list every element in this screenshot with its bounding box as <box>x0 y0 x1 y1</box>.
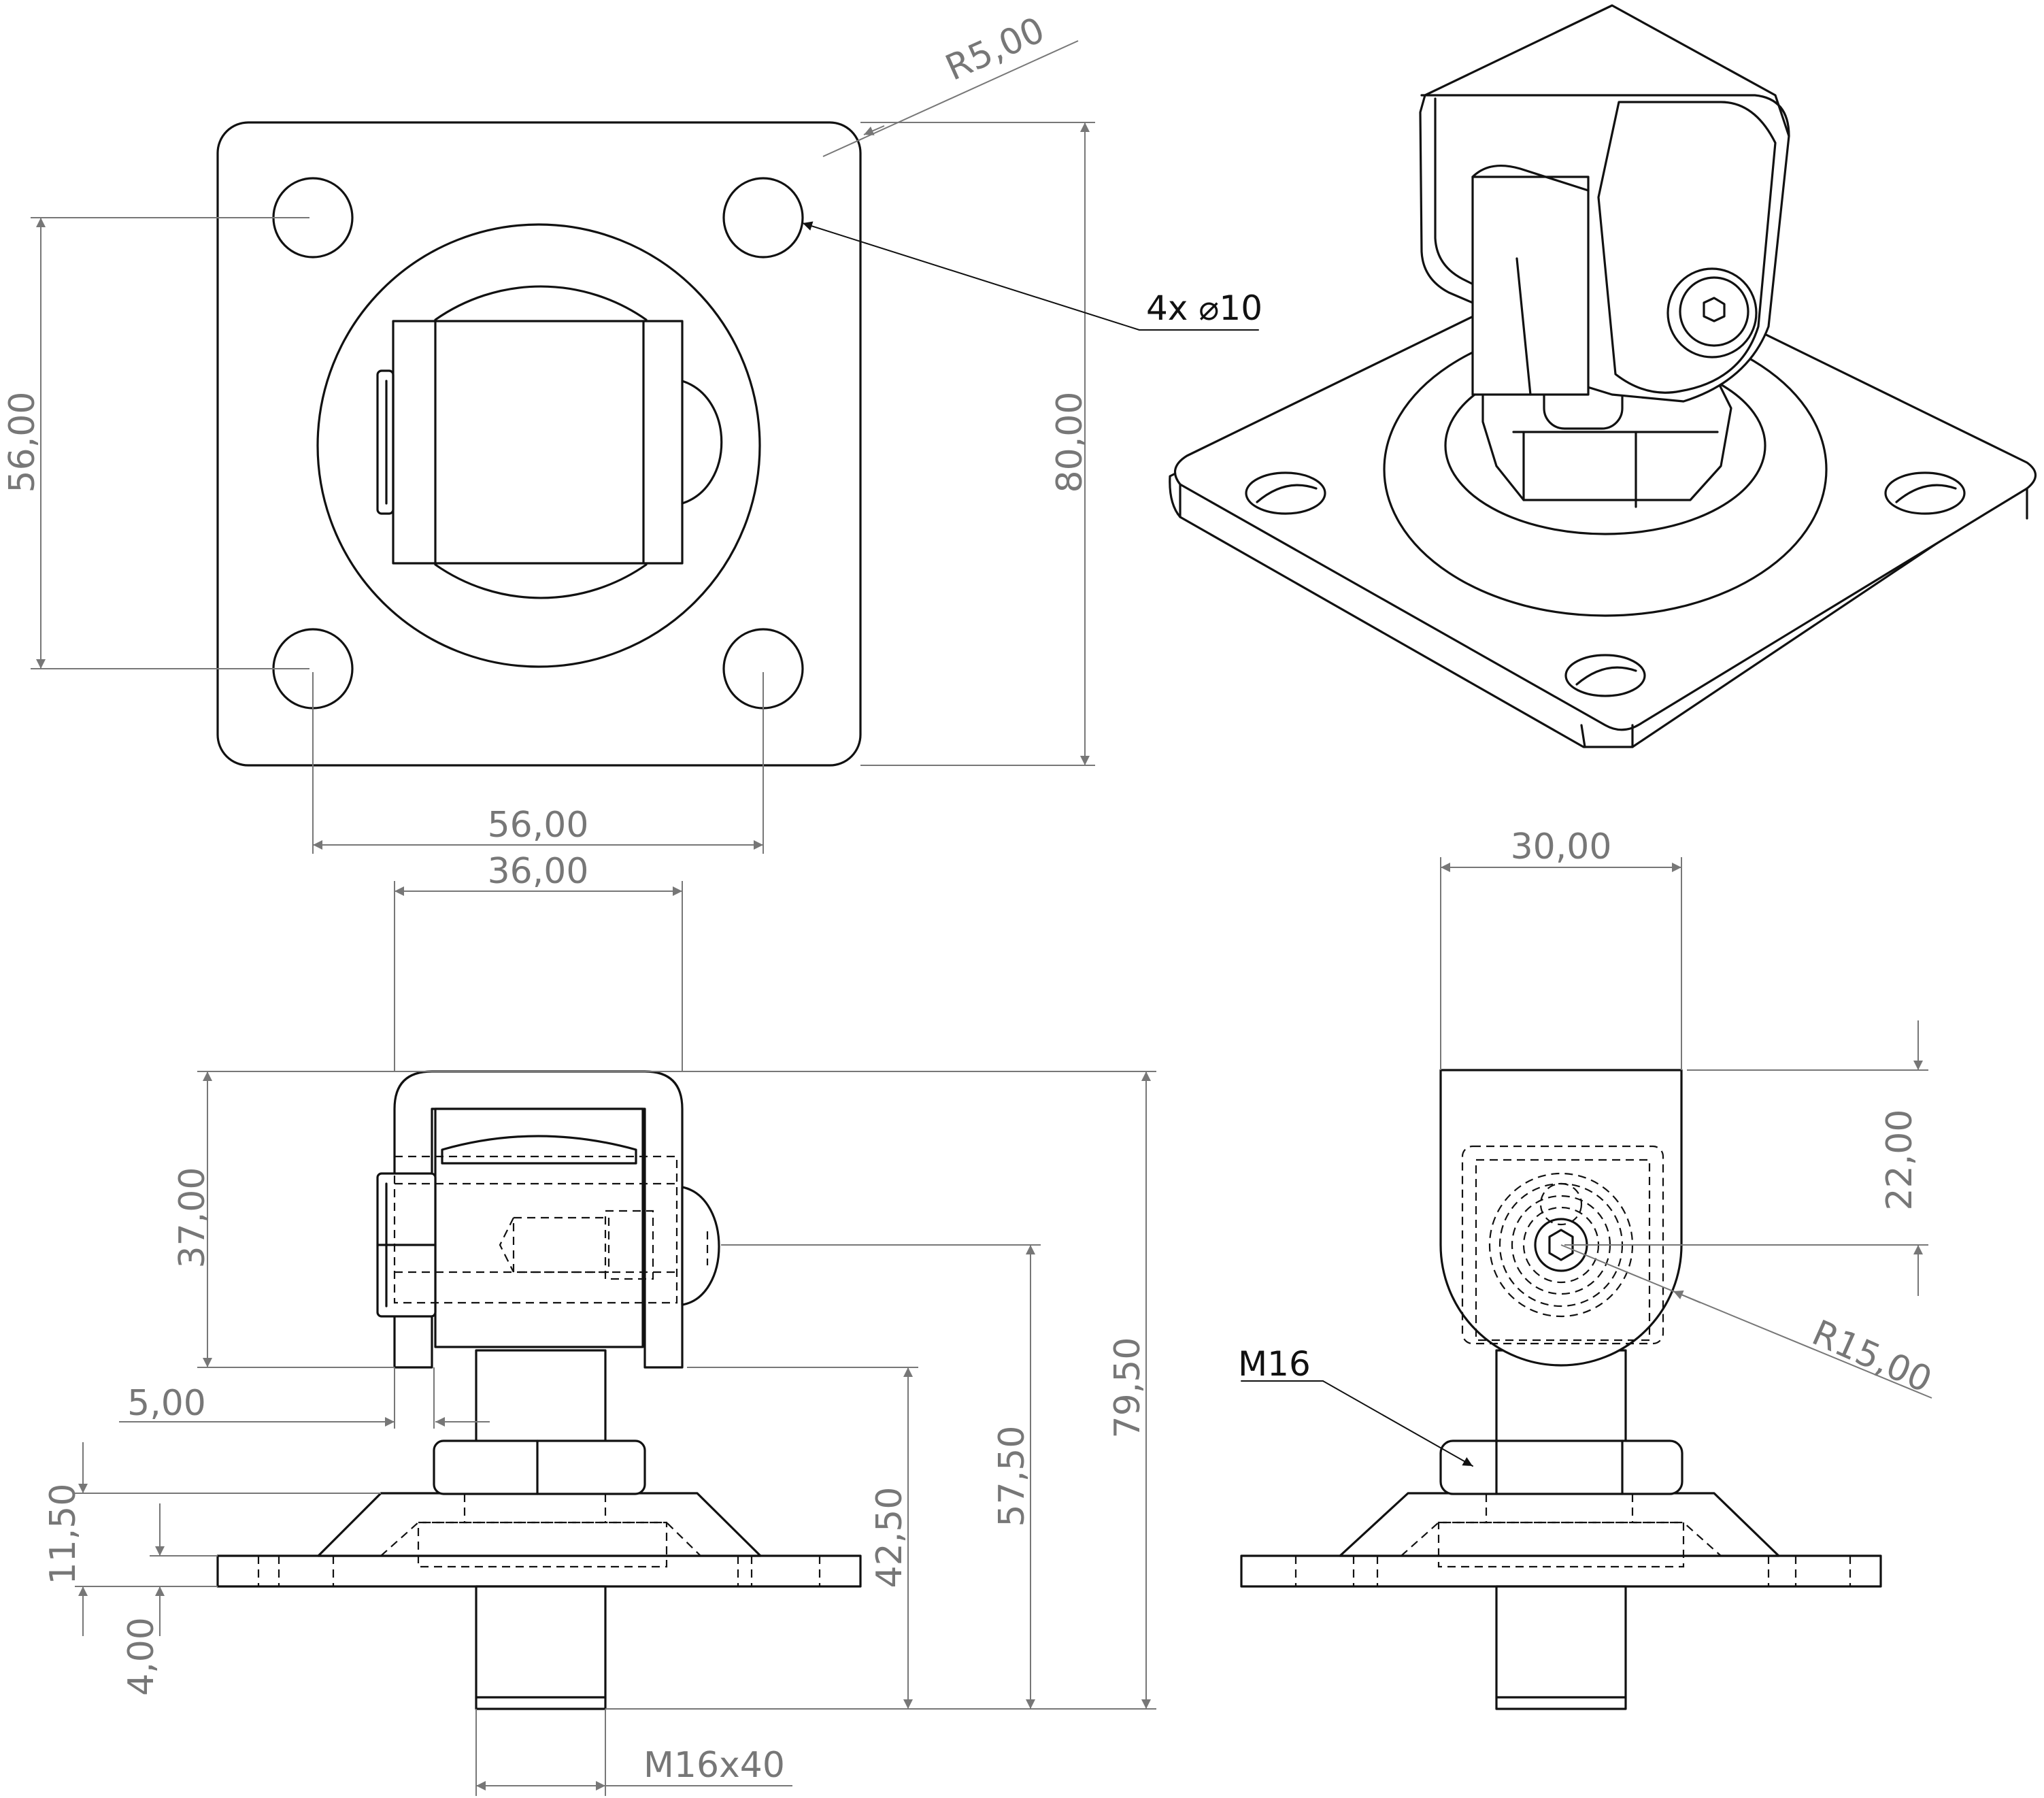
dim-corner-radius: R5,00 <box>939 10 1050 89</box>
front-nut <box>433 1439 646 1495</box>
top-view: 80,00 56,00 56,00 R5,00 4x ⌀10 <box>2 10 1262 854</box>
front-plate <box>216 1554 862 1588</box>
dim-bracket-height: 37,00 <box>172 1167 213 1269</box>
inner-arc-bottom <box>434 563 648 599</box>
isometric-view <box>1169 4 2037 748</box>
mount-hole <box>722 177 804 259</box>
dim-body-width: 36,00 <box>488 851 589 892</box>
washer-left <box>376 369 395 515</box>
dim-side-width: 30,00 <box>1511 827 1612 867</box>
side-thread <box>1495 1585 1627 1710</box>
front-bolt-head <box>681 1186 720 1306</box>
side-view: 30,00 22,00 R15,00 M16 <box>1238 827 1938 1710</box>
label-holes: 4x ⌀10 <box>1146 288 1262 328</box>
front-conical-base <box>317 1492 762 1557</box>
inner-arc-top <box>434 285 648 321</box>
iso-hole <box>1884 471 1966 515</box>
side-conical-base <box>1339 1492 1780 1557</box>
dim-plate-thickness: 4,00 <box>121 1617 162 1696</box>
dim-stem-height: 42,50 <box>869 1487 910 1588</box>
round-base <box>316 223 761 668</box>
dim-plate-height: 80,00 <box>1050 392 1090 493</box>
side-nut <box>1439 1439 1683 1495</box>
bracket-outline <box>392 320 684 565</box>
dim-pin-height: 57,50 <box>992 1426 1033 1527</box>
dim-plate-thickness-raised: 11,50 <box>43 1484 84 1585</box>
dim-side-radius: R15,00 <box>1806 1312 1937 1401</box>
hex-socket-icon <box>1548 1229 1574 1261</box>
iso-swivel-block <box>1471 176 1590 396</box>
bolt-head-right <box>681 380 723 505</box>
label-nut-thread: M16 <box>1238 1344 1311 1384</box>
side-plate <box>1240 1554 1882 1588</box>
hex-socket-icon <box>1703 297 1726 322</box>
dim-horizontal-hole-spacing: 56,00 <box>488 805 589 846</box>
dim-total-height: 79,50 <box>1107 1337 1148 1439</box>
dim-thread: M16x40 <box>643 1745 785 1786</box>
front-view: 36,00 37,00 79,50 57,50 42,50 5,00 11,50… <box>43 851 1156 1796</box>
dim-vertical-hole-spacing: 56,00 <box>2 392 43 493</box>
iso-hole <box>1245 471 1326 515</box>
iso-hole <box>1564 654 1646 697</box>
base-plate-outline <box>216 121 862 767</box>
dim-offset: 5,00 <box>127 1383 206 1424</box>
front-thread <box>475 1585 607 1710</box>
dim-side-top-height: 22,00 <box>1879 1110 1920 1211</box>
